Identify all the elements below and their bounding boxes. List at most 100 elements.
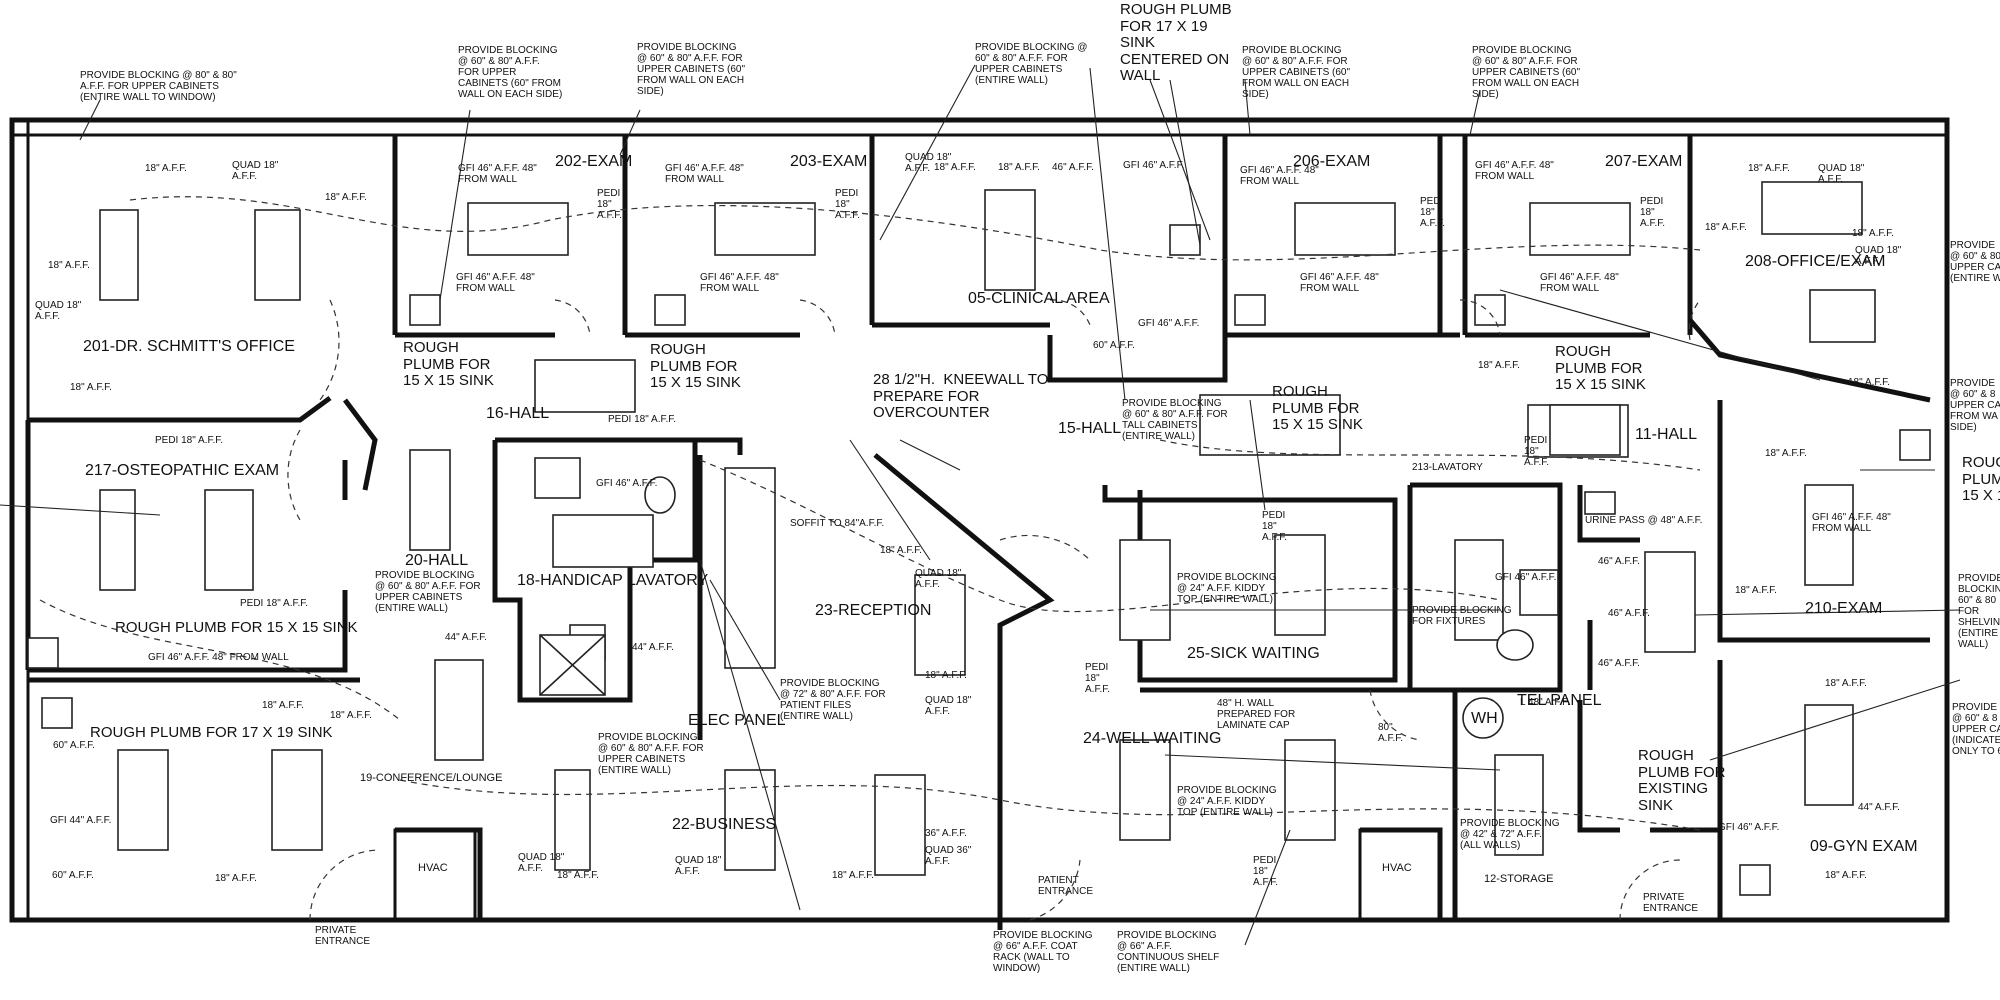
gfi-213: GFI 46" A.F.F. (1495, 572, 1557, 583)
note-rough-plumb-206: ROUGH PLUMB FOR 15 X 15 SINK (1272, 383, 1363, 433)
quad-22-1: QUAD 18" A.F.F. (518, 852, 565, 874)
quad-22-2: QUAD 18" A.F.F. (675, 855, 722, 877)
aff-11-1: 46" A.F.F. (1598, 556, 1640, 567)
note-blocking-206: PROVIDE BLOCKING @ 60" & 80" A.F.F. FOR … (1242, 45, 1351, 100)
aff-clinical-2: 18" A.F.F. (998, 162, 1040, 173)
pedi-16-hall: PEDI 18" A.F.F. (608, 414, 677, 425)
room-210-label: 210-EXAM (1805, 600, 1883, 617)
note-coat-rack: PROVIDE BLOCKING @ 66" A.F.F. COAT RACK … (993, 930, 1093, 974)
tel-panel-label: TEL PANEL (1517, 692, 1602, 709)
hvac-east-label: HVAC (1382, 862, 1412, 874)
aff-22-2: 18" A.F.F. (832, 870, 874, 881)
room-207-label: 207-EXAM (1605, 153, 1683, 170)
aff-09-bottom: 18" A.F.F. (1825, 870, 1867, 881)
note-rough-plumb-202: ROUGH PLUMB FOR 15 X 15 SINK (403, 339, 494, 389)
aff-201-left: 18" A.F.F. (48, 260, 90, 271)
aff-19-left-1: 60" A.F.F. (53, 740, 95, 751)
note-continuous-shelf: PROVIDE BLOCKING @ 66" A.F.F. CONTINUOUS… (1117, 930, 1220, 974)
water-heater-label: WH (1471, 710, 1498, 727)
aff-23-1: 18" A.F.F. (880, 545, 922, 556)
note-blocking-fixtures: PROVIDE BLOCKING FOR FIXTURES (1412, 605, 1512, 627)
aff-208-left: 18" A.F.F. (1705, 222, 1747, 233)
pedi-217: PEDI 18" A.F.F. (155, 435, 224, 446)
aff-22-36: 36" A.F.F. (925, 828, 967, 839)
room-18-label: 18-HANDICAP LAVATORY (517, 572, 709, 589)
aff-201-right: 18" A.F.F. (325, 192, 367, 203)
aff-22-1: 18" A.F.F. (557, 870, 599, 881)
note-laminate-cap: 48" H. WALL PREPARED FOR LAMINATE CAP (1217, 698, 1296, 731)
pedi-207: PEDI 18" A.F.F. (1640, 196, 1666, 229)
quad-clinical: QUAD 18" A.F.F. (905, 152, 952, 174)
private-entrance-west: PRIVATE ENTRANCE (315, 925, 371, 947)
aff-19-left-2: 60" A.F.F. (52, 870, 94, 881)
note-kiddy-top-well: PROVIDE BLOCKING @ 24" A.F.F. KIDDY TOP … (1177, 785, 1277, 818)
aff-09-right: 44" A.F.F. (1858, 802, 1900, 813)
note-rough-plumb-203: ROUGH PLUMB FOR 15 X 15 SINK (650, 341, 741, 391)
note-blocking-202: PROVIDE BLOCKING @ 60" & 80" A.F.F. FOR … (458, 45, 563, 100)
aff-19-bottom: 18" A.F.F. (215, 873, 257, 884)
room-25-label: 25-SICK WAITING (1187, 645, 1320, 662)
pedi-202: PEDI 18" A.F.F. (597, 188, 623, 221)
note-kiddy-top-sick: PROVIDE BLOCKING @ 24" A.F.F. KIDDY TOP … (1177, 572, 1277, 605)
door-swings (39, 196, 1701, 921)
exterior-wall (9, 117, 1950, 923)
room-201-label: 201-DR. SCHMITT'S OFFICE (83, 338, 295, 355)
room-19-label: 19-CONFERENCE/LOUNGE (360, 772, 503, 784)
quad-23: QUAD 18" A.F.F. (915, 568, 962, 590)
elec-panel-label: ELEC PANEL (688, 712, 786, 729)
gfi-lavatory: GFI 46" A.F.F. (596, 478, 658, 489)
north-rooms-walls (25, 135, 1931, 673)
quad-201: QUAD 18" A.F.F. (232, 160, 279, 182)
note-rough-plumb-17x19-clinical: ROUGH PLUMB FOR 17 X 19 SINK CENTERED ON… (1120, 1, 1232, 84)
room-09-label: 09-GYN EXAM (1810, 838, 1918, 855)
pedi-203: PEDI 18" A.F.F. (835, 188, 861, 221)
room-203-label: 203-EXAM (790, 153, 868, 170)
note-soffit: SOFFIT TO 84"A.F.F. (790, 518, 885, 529)
room-11-label: 11-HALL (1635, 426, 1697, 443)
quad-23-2: QUAD 18" A.F.F. (925, 695, 972, 717)
aff-80-well: 80" A.F.F. (1378, 722, 1404, 744)
gfi-203-top: GFI 46" A.F.F. 48" FROM WALL (665, 163, 744, 185)
aff-lavatory: 44" A.F.F. (632, 642, 674, 653)
room-05-label: 05-CLINICAL AREA (968, 290, 1110, 307)
note-urine-pass: URINE PASS @ 48" A.F.F. (1585, 515, 1703, 526)
central-walls (28, 400, 1930, 930)
note-rough-plumb-existing: ROUGH PLUMB FOR EXISTING SINK (1638, 747, 1726, 814)
room-213-label: 213-LAVATORY (1412, 462, 1483, 473)
room-15-label: 15-HALL (1058, 420, 1122, 437)
aff-19-1: 18" A.F.F. (262, 700, 304, 711)
aff-19-2: 18" A.F.F. (330, 710, 372, 721)
note-edge-5: PROVIDE @ 60" & 8 UPPER CA (INDICATE ONL… (1952, 702, 2000, 757)
note-blocking-business: PROVIDE BLOCKING @ 60" & 80" A.F.F. FOR … (598, 732, 704, 776)
furniture (99, 181, 1876, 876)
room-23-label: 23-RECEPTION (815, 602, 932, 619)
note-blocking-203: PROVIDE BLOCKING @ 60" & 80" A.F.F. FOR … (637, 42, 746, 97)
aff-clinical-4: 60" A.F.F. (1093, 340, 1135, 351)
room-24-label: 24-WELL WAITING (1083, 730, 1222, 747)
note-blocking-201: PROVIDE BLOCKING @ 80" & 80" A.F.F. FOR … (80, 70, 237, 103)
quad-208-right: QUAD 18" A.F.F. (1855, 245, 1902, 267)
gfi-207-bottom: GFI 46" A.F.F. 48" FROM WALL (1540, 272, 1619, 294)
aff-210-left: 18" A.F.F. (1735, 585, 1777, 596)
pedi-sick-waiting: PEDI 18" A.F.F. (1262, 510, 1288, 543)
aff-20-hall: 44" A.F.F. (445, 632, 487, 643)
gfi-202-top: GFI 46" A.F.F. 48" FROM WALL (458, 163, 537, 185)
aff-clinical-3: 46" A.F.F. (1052, 162, 1094, 173)
gfi-202-bottom: GFI 46" A.F.F. 48" FROM WALL (456, 272, 535, 294)
gfi-210: GFI 46" A.F.F. 48" FROM WALL (1812, 512, 1891, 534)
aff-208-top: 18" A.F.F. (1748, 163, 1790, 174)
quad-22-36: QUAD 36" A.F.F. (925, 845, 972, 867)
gfi-09: GFI 46" A.F.F. (1718, 822, 1780, 833)
aff-210-top: 18" A.F.F. (1765, 448, 1807, 459)
gfi-206-bottom: GFI 46" A.F.F. 48" FROM WALL (1300, 272, 1379, 294)
pedi-206: PEDI 18" A.F.F. (1420, 196, 1446, 229)
room-206-label: 206-EXAM (1293, 153, 1371, 170)
pedi-24-bottom: PEDI 18" A.F.F. (1253, 855, 1279, 888)
pedi-15-hall: PEDI 18" A.F.F. (1524, 435, 1550, 468)
room-20-label: 20-HALL (405, 552, 469, 569)
gfi-203-bottom: GFI 46" A.F.F. 48" FROM WALL (700, 272, 779, 294)
pedi-24-well: PEDI 18" A.F.F. (1085, 662, 1111, 695)
aff-11-2: 46" A.F.F. (1608, 608, 1650, 619)
aff-208-right: 18" A.F.F. (1852, 228, 1894, 239)
